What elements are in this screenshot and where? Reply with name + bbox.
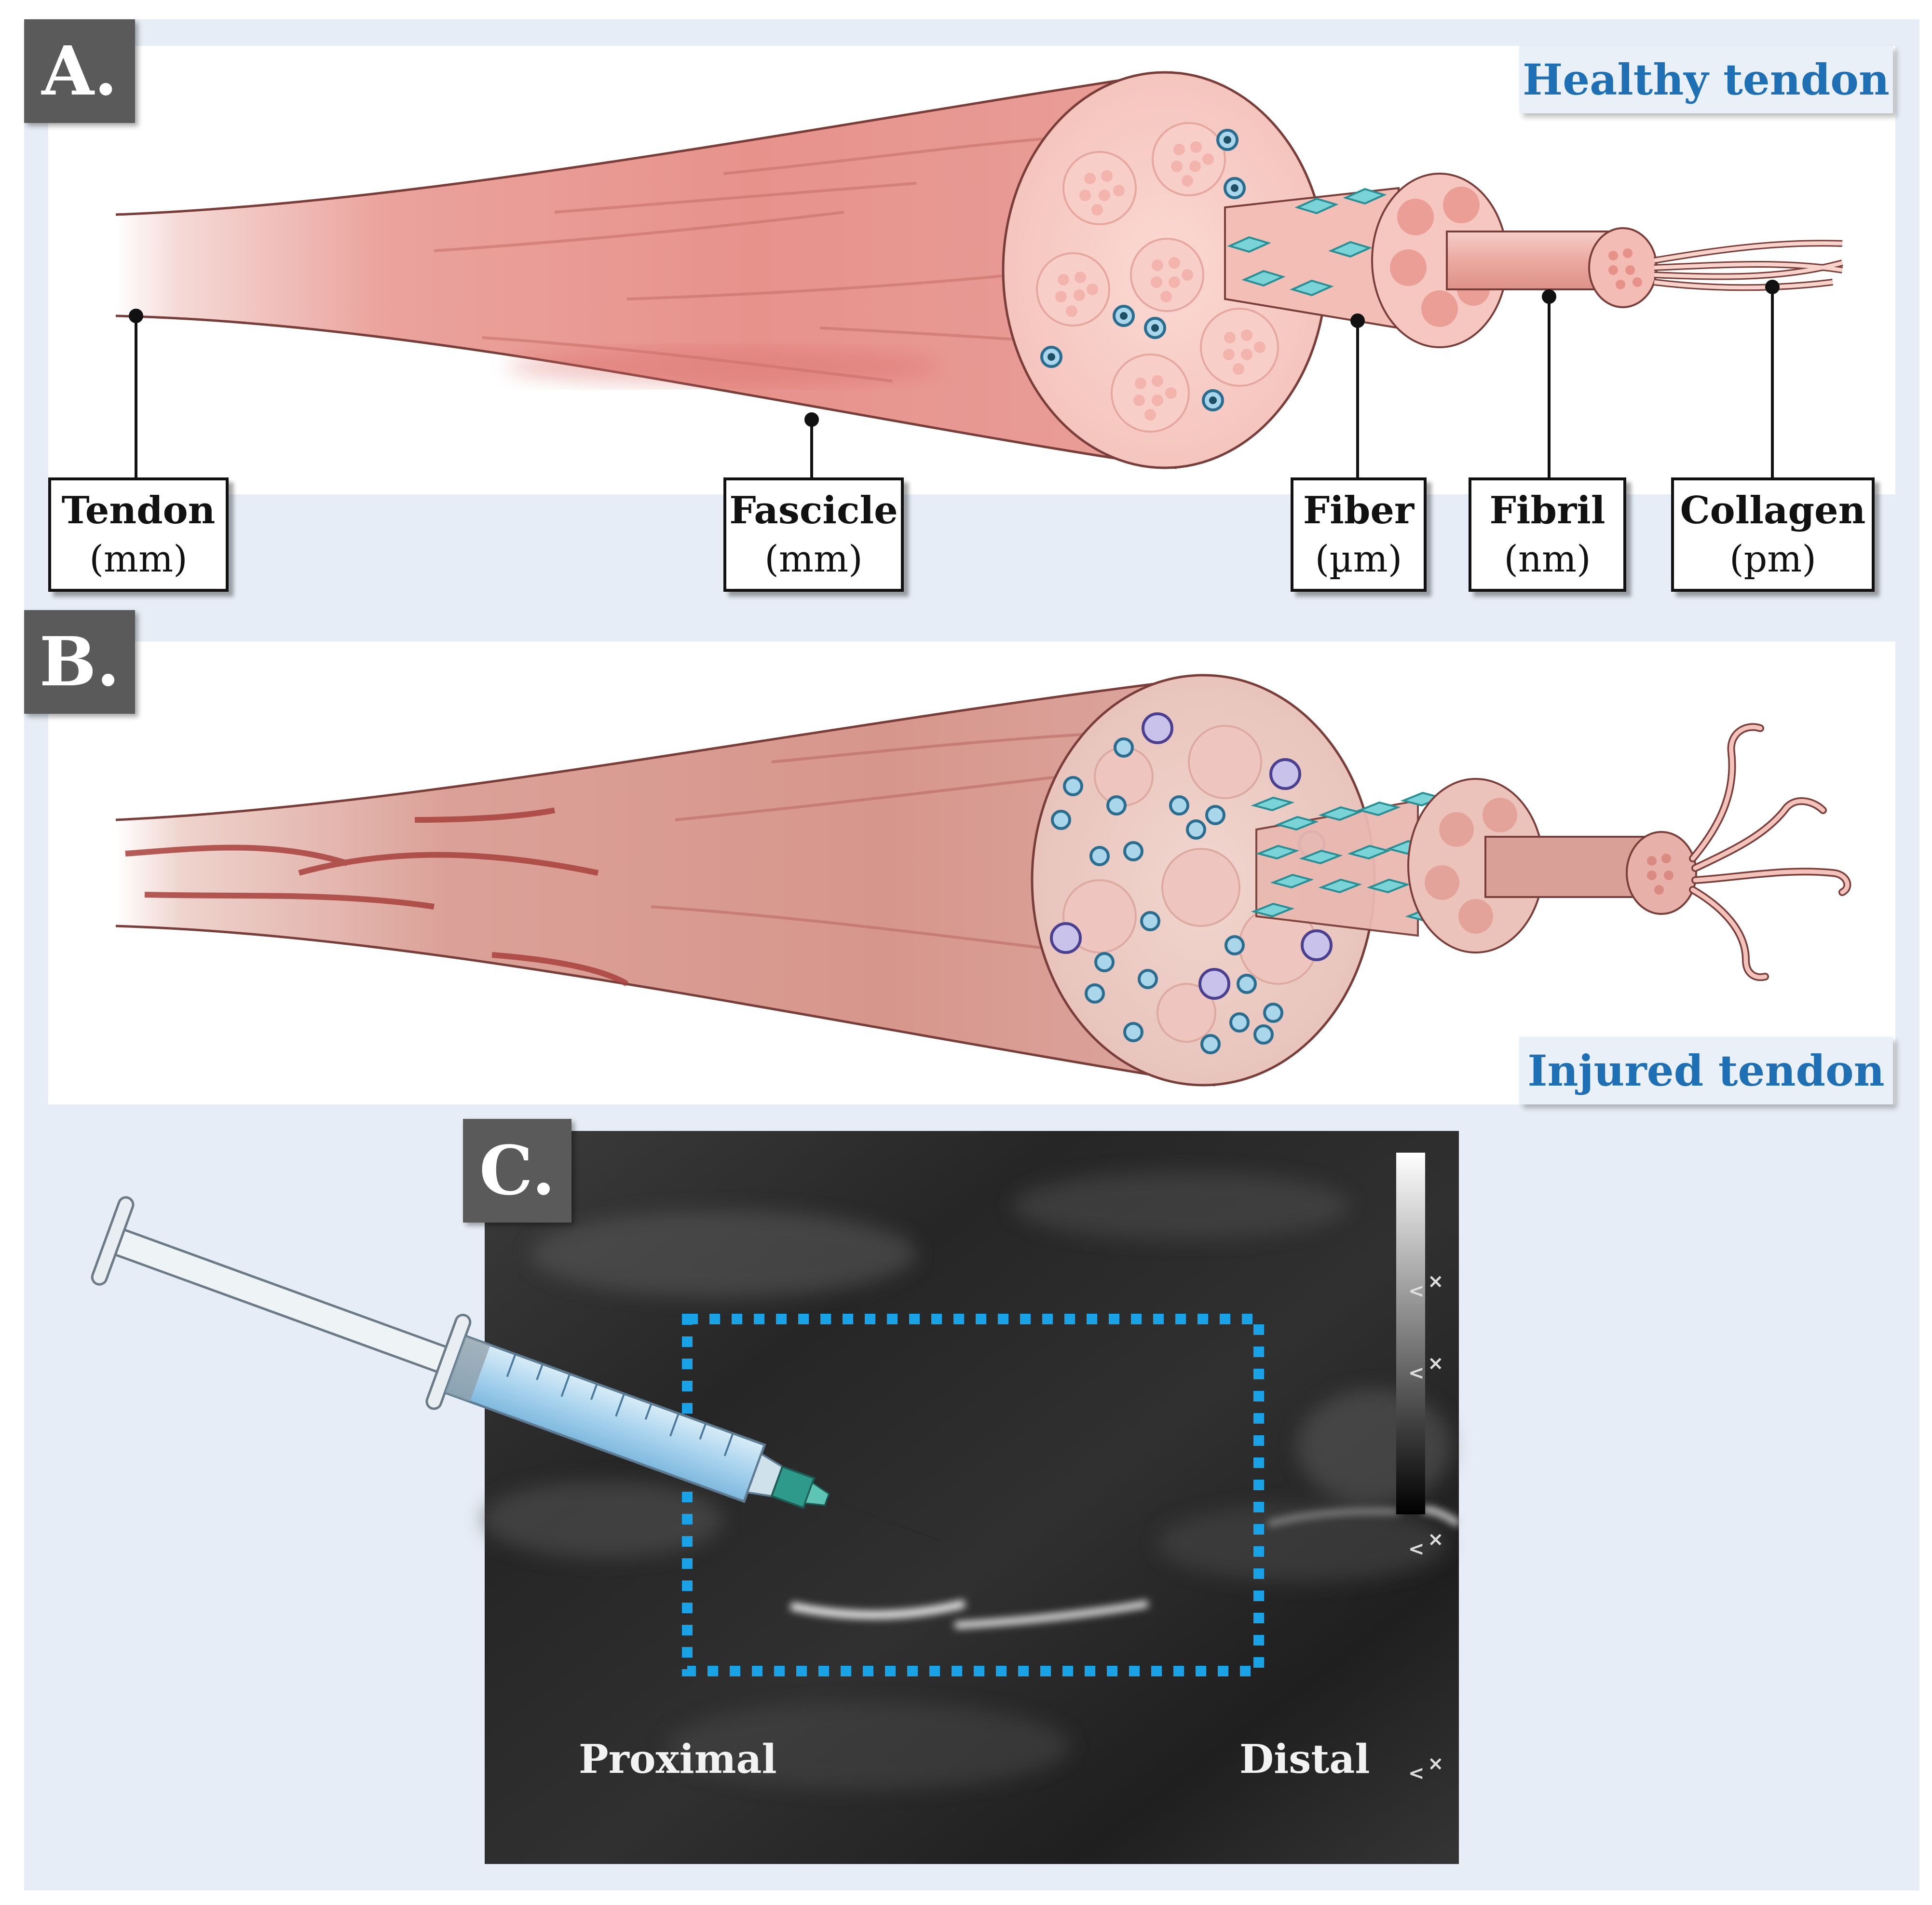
ultrasound-image: <× <× <× <× — [482, 1131, 1461, 1864]
svg-text:×: × — [1428, 1270, 1444, 1293]
label-fiber-unit: (µm) — [1315, 537, 1402, 580]
fiber-bundles — [1036, 122, 1279, 433]
label-tendon-unit: (mm) — [89, 537, 188, 580]
proximal-label: Proximal — [579, 1736, 777, 1783]
svg-text:<: < — [1408, 1280, 1425, 1302]
svg-text:×: × — [1428, 1528, 1444, 1551]
healthy-tendon-caption: Healthy tendon — [1519, 46, 1893, 113]
tendon-body-injured — [116, 678, 1215, 1085]
tear-marks — [125, 807, 629, 987]
svg-text:×: × — [1428, 1352, 1444, 1374]
tendon-edge-top — [115, 71, 1172, 216]
label-fibril: Fibril (nm) — [1469, 477, 1626, 592]
syringe-icon — [91, 1196, 941, 1542]
svg-text:<: < — [1408, 1362, 1425, 1384]
injured-tendon-caption: Injured tendon — [1519, 1037, 1893, 1104]
label-tendon: Tendon (mm) — [48, 477, 229, 592]
svg-text:<: < — [1408, 1538, 1425, 1560]
label-collagen-unit: (pm) — [1729, 537, 1817, 580]
tenocyte-icon — [1227, 188, 1387, 297]
label-tendon-name: Tendon — [61, 488, 216, 532]
label-fascicle-unit: (mm) — [764, 537, 863, 580]
label-fibril-unit: (nm) — [1504, 537, 1591, 580]
fibril-dots — [1055, 141, 1265, 421]
svg-text:×: × — [1428, 1753, 1444, 1775]
fibril-tube — [1446, 231, 1612, 290]
injection-roi-box — [682, 1314, 1264, 1676]
label-fiber: Fiber (µm) — [1291, 477, 1427, 592]
label-collagen: Collagen (pm) — [1671, 477, 1875, 592]
distal-label: Distal — [1239, 1736, 1370, 1783]
svg-text:<: < — [1408, 1762, 1425, 1784]
label-fibril-name: Fibril — [1489, 488, 1605, 532]
panel-b-tag: B. — [24, 610, 135, 714]
panel-c-tag: C. — [463, 1119, 571, 1223]
leader-lines — [129, 280, 1780, 477]
label-fiber-name: Fiber — [1303, 488, 1415, 532]
label-fascicle-name: Fascicle — [729, 488, 898, 532]
fibril-cross-section — [1588, 227, 1658, 308]
panel-a-tag: A. — [24, 19, 135, 123]
label-collagen-name: Collagen — [1680, 488, 1866, 532]
label-fascicle: Fascicle (mm) — [723, 477, 904, 592]
